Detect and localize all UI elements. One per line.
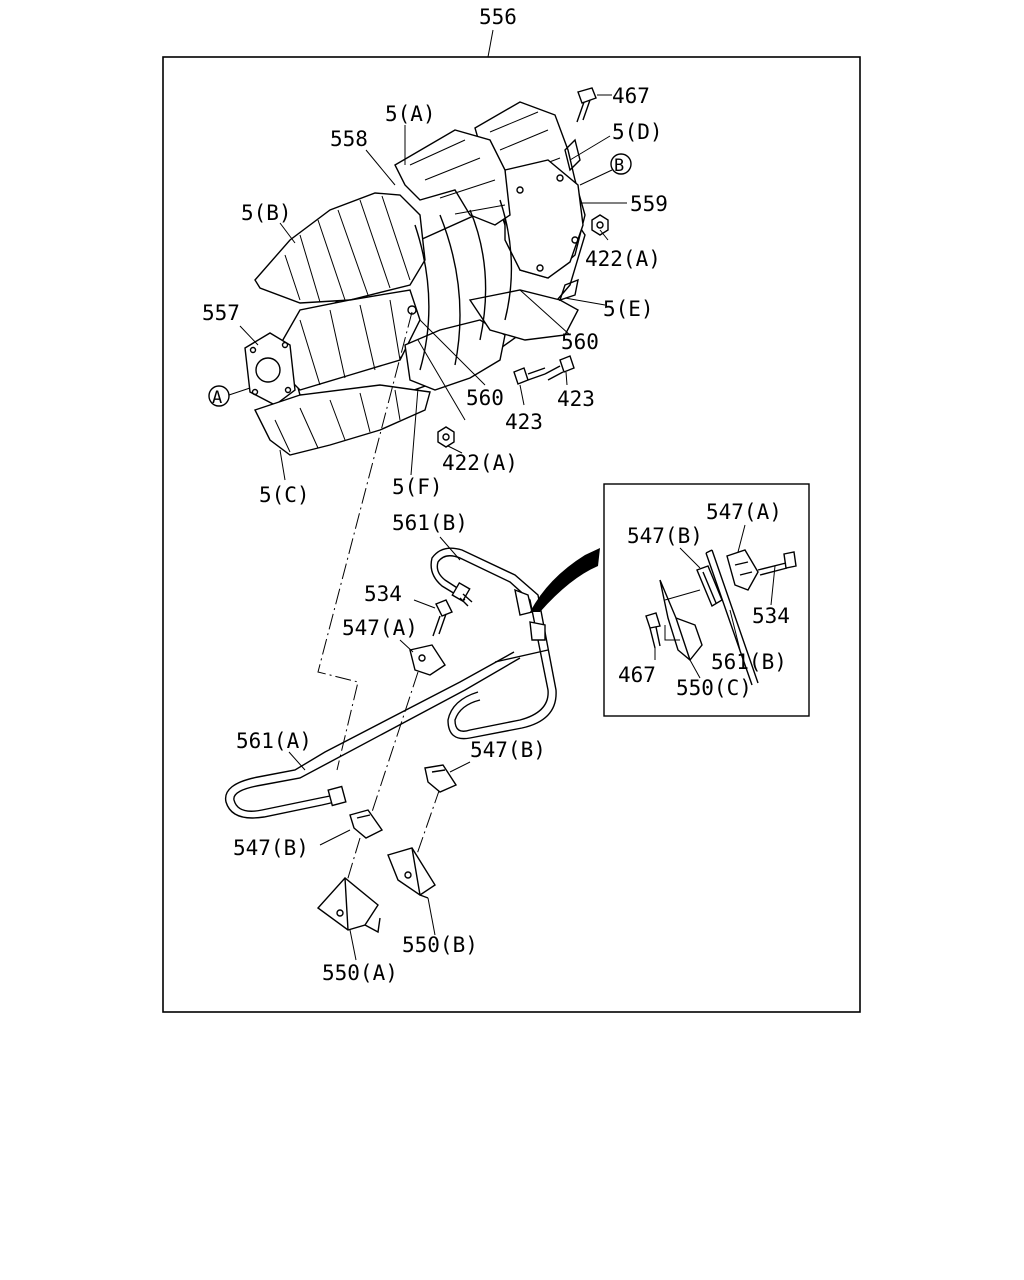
label-5E: 5(E) <box>603 297 654 321</box>
shield-5C <box>254 384 431 456</box>
label-423-b: 423 <box>557 387 595 411</box>
label-467-top: 467 <box>612 84 650 108</box>
label-561A: 561(A) <box>236 729 312 753</box>
label-558: 558 <box>330 127 368 151</box>
label-547B-right: 547(B) <box>470 738 546 762</box>
assembly-label: 556 <box>479 5 517 29</box>
ref-circle-A <box>208 385 230 407</box>
detail-label-467: 467 <box>618 663 656 687</box>
upper-leader-lines <box>228 125 627 481</box>
clamp-547B-right <box>424 764 458 793</box>
callout-labels: 467 5(A) 5(D) 558 559 5(B) 422(A) 557 5(… <box>202 84 790 985</box>
label-5A: 5(A) <box>385 102 436 126</box>
label-559: 559 <box>630 192 668 216</box>
label-550A: 550(A) <box>322 961 398 985</box>
shield-5B <box>254 192 426 304</box>
label-5F: 5(F) <box>392 475 443 499</box>
label-422A-top: 422(A) <box>585 247 661 271</box>
detail-label-547B: 547(B) <box>627 524 703 548</box>
label-5B: 5(B) <box>241 201 292 225</box>
ref-circle-B-letter: B <box>614 156 624 176</box>
detail-label-550C: 550(C) <box>676 676 752 700</box>
assembly-frame <box>162 56 861 1013</box>
label-547A: 547(A) <box>342 616 418 640</box>
detail-label-534: 534 <box>752 604 790 628</box>
bolt-534 <box>432 599 453 637</box>
ref-circle-B <box>610 153 632 175</box>
label-534: 534 <box>364 582 402 606</box>
bracket-550B <box>387 847 436 899</box>
chain-line-547A <box>371 671 419 813</box>
label-557: 557 <box>202 301 240 325</box>
label-561B-top: 561(B) <box>392 511 468 535</box>
clamp-547A <box>409 644 446 676</box>
detail-pointer-arrow <box>530 548 600 612</box>
clamp-547B-left <box>349 809 384 839</box>
bolt-423-right <box>544 355 575 381</box>
pipe-561A <box>224 651 521 819</box>
label-423-a: 423 <box>505 410 543 434</box>
nut-422A-bottom <box>437 426 455 448</box>
detail-inset-parts <box>645 524 797 686</box>
detail-inset-frame <box>603 483 810 717</box>
chain-line-main <box>317 311 413 771</box>
label-422A-bottom: 422(A) <box>442 451 518 475</box>
shield-5A <box>394 129 511 226</box>
label-5D: 5(D) <box>612 120 663 144</box>
label-547B-left: 547(B) <box>233 836 309 860</box>
label-560-mid: 560 <box>466 386 504 410</box>
label-5C: 5(C) <box>259 483 310 507</box>
ref-circle-A-letter: A <box>212 388 222 408</box>
bolt-467-top <box>576 87 597 123</box>
detail-label-561B: 561(B) <box>711 650 787 674</box>
chain-line-550A <box>335 837 361 919</box>
bracket-550A <box>316 877 381 934</box>
pipe-561B <box>430 547 557 740</box>
shield-5E <box>468 289 579 341</box>
assembly-leader <box>487 29 494 58</box>
lower-leader-lines <box>288 536 471 961</box>
bolt-423-left <box>513 367 546 385</box>
detail-label-547A: 547(A) <box>706 500 782 524</box>
label-560-right: 560 <box>561 330 599 354</box>
converter-heat-shield-assembly <box>244 101 586 456</box>
label-550B: 550(B) <box>402 933 478 957</box>
nut-422A-top <box>591 214 609 236</box>
inlet-flange-557 <box>244 332 296 406</box>
